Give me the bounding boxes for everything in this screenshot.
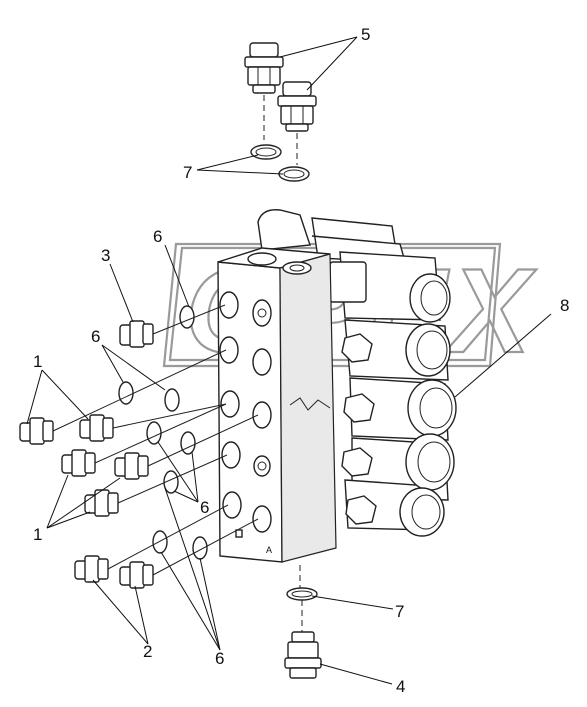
fitting-1-b <box>79 414 114 442</box>
callout-3: 3 <box>101 246 110 265</box>
callout-8: 8 <box>560 296 569 315</box>
callout-6-bottom: 6 <box>215 649 224 668</box>
callout-6-middle: 6 <box>200 498 209 517</box>
callout-2: 2 <box>143 642 152 661</box>
fitting-1-a <box>19 417 54 445</box>
leader-lines <box>26 36 552 685</box>
callout-1-bottom: 1 <box>33 525 42 544</box>
fitting-4 <box>284 631 322 679</box>
fitting-5-left <box>244 42 284 94</box>
callout-5: 5 <box>361 25 370 44</box>
callout-6-top: 6 <box>153 227 162 246</box>
seal-7-top-left <box>250 144 282 160</box>
fitting-2-a <box>74 555 109 583</box>
callout-7-bottom: 7 <box>395 602 404 621</box>
callout-6-left: 6 <box>91 327 100 346</box>
fitting-1-c <box>61 449 96 477</box>
axis-lines <box>52 304 259 576</box>
fitting-2-b <box>119 561 154 589</box>
fitting-5-right <box>277 81 317 132</box>
block-mark: A <box>266 545 272 555</box>
callout-4: 4 <box>396 677 405 696</box>
fitting-1-e <box>84 489 119 517</box>
callout-7-top: 7 <box>183 163 192 182</box>
fitting-3 <box>119 320 154 348</box>
fitting-1-d <box>114 452 149 480</box>
callout-labels: 5 7 6 3 8 6 1 1 6 7 2 6 4 <box>33 25 569 696</box>
callout-1-top: 1 <box>33 352 42 371</box>
valve-block: A <box>217 209 457 563</box>
